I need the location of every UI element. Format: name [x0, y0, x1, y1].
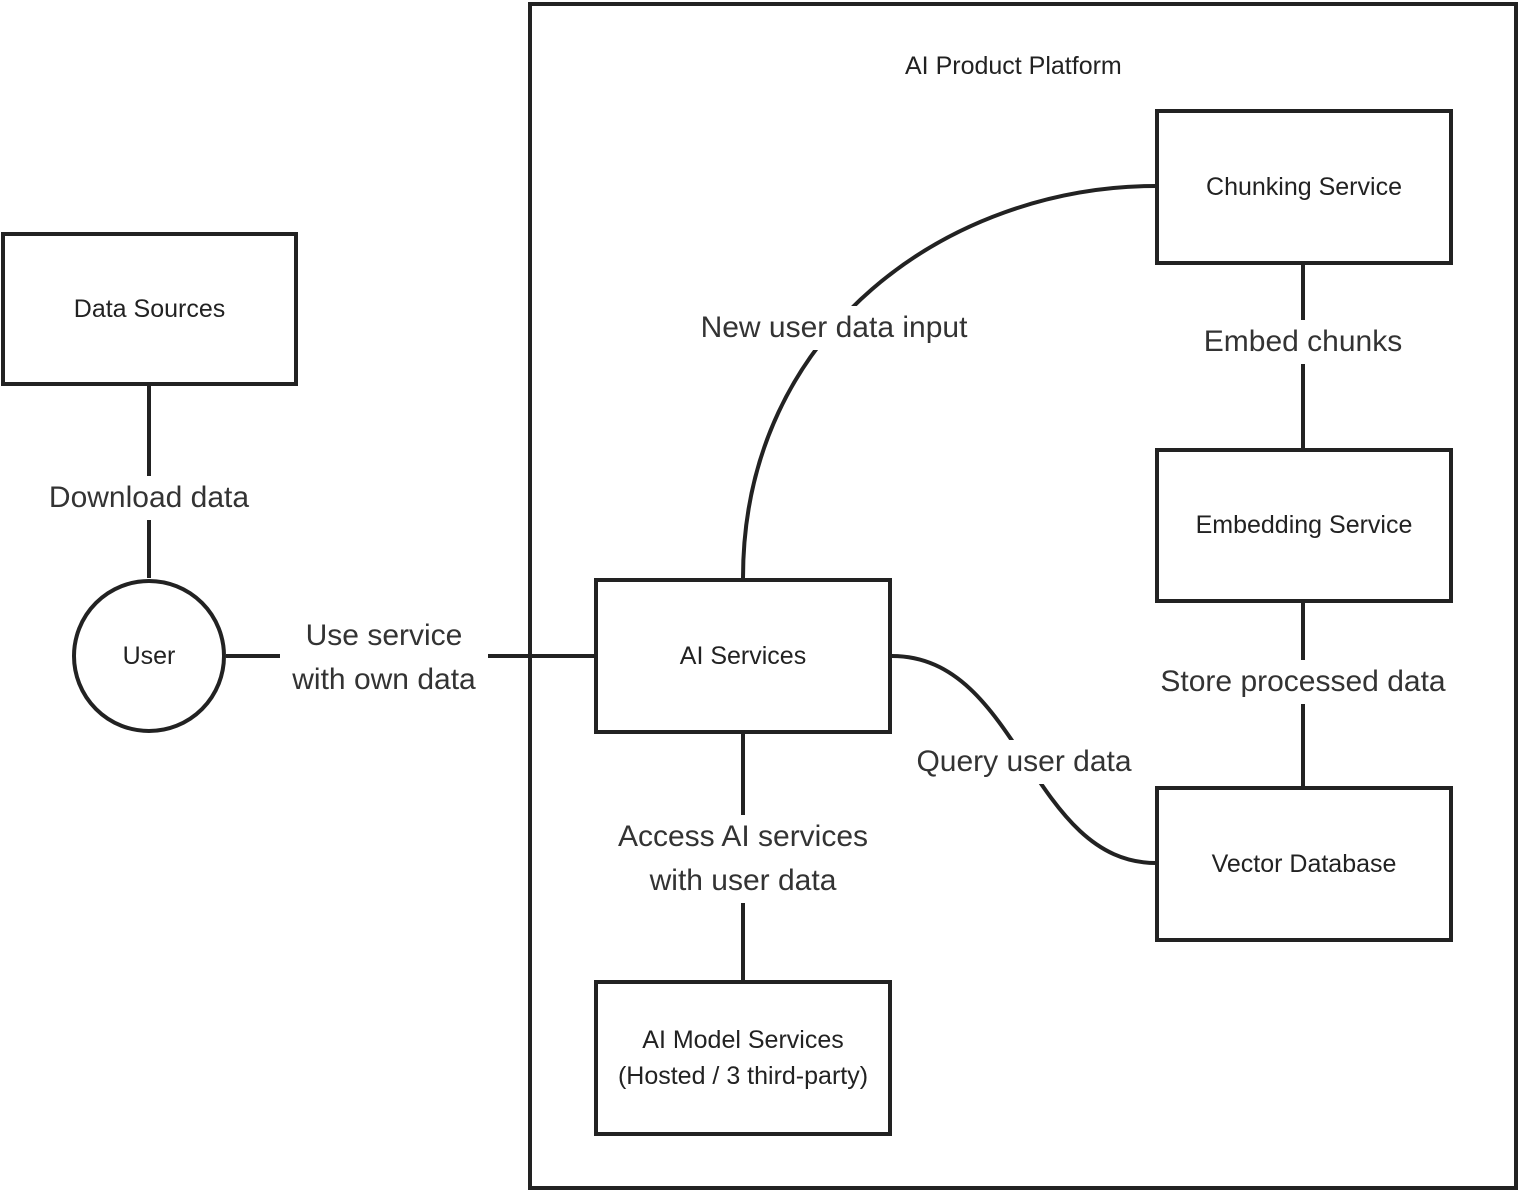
node-user[interactable]: User: [72, 579, 226, 733]
label-use-service-line2: with own data: [292, 663, 476, 696]
node-embedding-service-label: Embedding Service: [1195, 511, 1413, 540]
label-embed-chunks: Embed chunks: [1196, 320, 1410, 364]
node-vector-database[interactable]: Vector Database: [1155, 786, 1453, 942]
edge-new-user-data: [741, 184, 1157, 579]
node-chunking-service[interactable]: Chunking Service: [1155, 109, 1453, 265]
node-ai-model-line1: AI Model Services: [642, 1025, 844, 1054]
label-use-service-line1: Use service: [305, 619, 463, 652]
label-access-ai-services: Access AI services with user data: [612, 815, 874, 903]
label-download-data: Download data: [40, 476, 258, 520]
label-store-processed-data: Store processed data: [1150, 660, 1456, 704]
node-chunking-service-label: Chunking Service: [1206, 172, 1402, 201]
node-ai-model-services-label: AI Model Services (Hosted / 3 third-part…: [618, 1022, 868, 1095]
platform-boundary: [528, 2, 1518, 1190]
label-use-service: Use service with own data: [280, 614, 488, 702]
node-data-sources[interactable]: Data Sources: [1, 232, 298, 386]
node-user-label: User: [122, 641, 176, 670]
node-ai-services-label: AI Services: [679, 641, 807, 670]
label-query-user-data: Query user data: [906, 740, 1142, 784]
platform-title: AI Product Platform: [905, 52, 1122, 80]
node-embedding-service[interactable]: Embedding Service: [1155, 448, 1453, 603]
node-data-sources-label: Data Sources: [73, 294, 226, 323]
node-ai-model-line2: (Hosted / 3 third-party): [617, 1062, 869, 1090]
label-access-ai-line1: Access AI services: [617, 820, 869, 853]
node-ai-model-services[interactable]: AI Model Services (Hosted / 3 third-part…: [594, 980, 892, 1136]
node-vector-database-label: Vector Database: [1211, 849, 1397, 878]
label-new-user-data-input: New user data input: [688, 306, 980, 350]
label-access-ai-line2: with user data: [649, 864, 837, 897]
node-ai-services[interactable]: AI Services: [594, 578, 892, 734]
